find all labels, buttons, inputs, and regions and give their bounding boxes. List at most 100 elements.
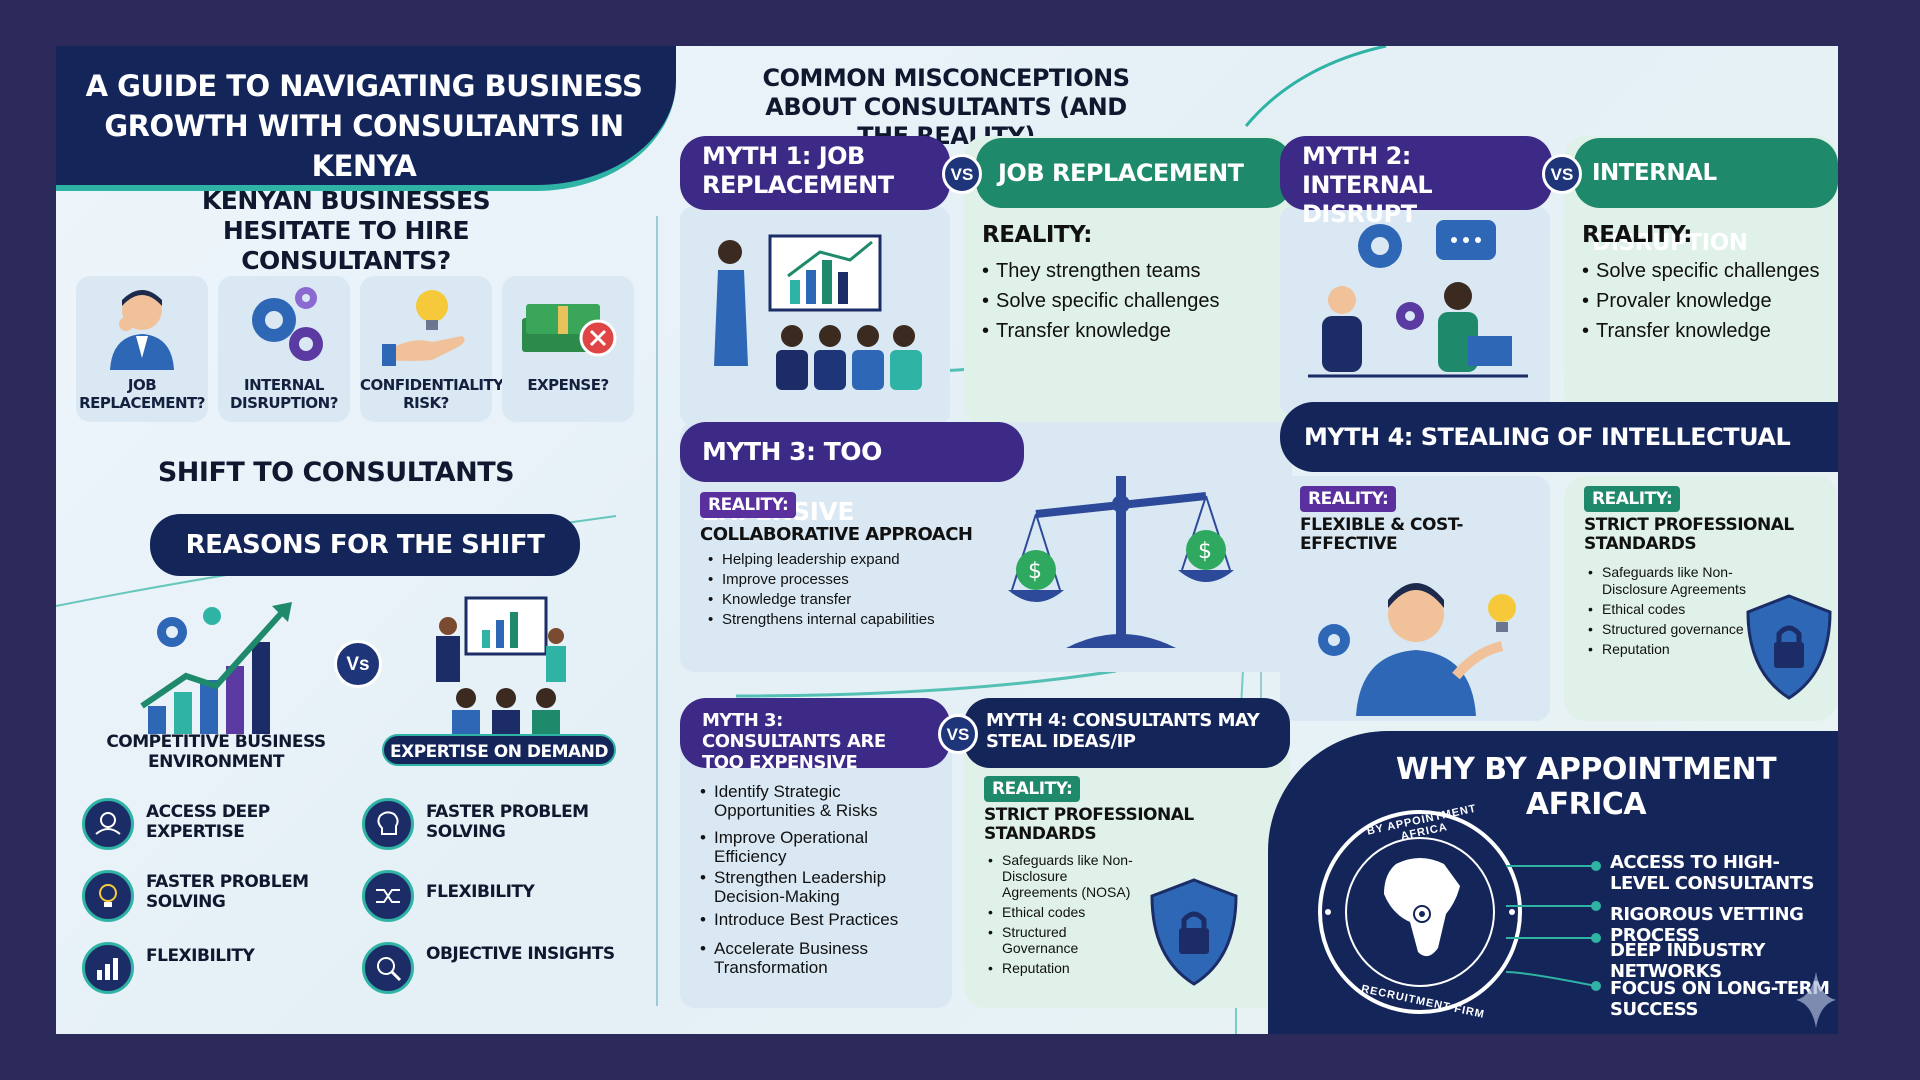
shield-lock-icon: [1746, 594, 1832, 700]
myth4-left-tag: REALITY:: [1300, 486, 1397, 512]
list-item: Transfer knowledge: [1582, 316, 1819, 346]
myth4-right-tag: REALITY:: [1584, 486, 1681, 512]
growth-chart-icon: [140, 602, 292, 734]
myth4-right-list: Safeguards like Non-Disclosure Agreement…: [1588, 564, 1798, 658]
appointment-africa-seal-logo: [1318, 810, 1522, 1014]
myth4-title: MYTH 4: STEALING OF INTELLECTUAL PROPERT…: [1280, 402, 1838, 521]
myth3b-title: MYTH 3: CONSULTANTS ARE TOO EXPENSIVE: [702, 710, 886, 773]
myth4b-list: Safeguards like Non-Disclosure Agreement…: [988, 852, 1138, 976]
myth3-subtitle: COLLABORATIVE APPROACH: [700, 524, 973, 545]
myth2-illustration-card: [1280, 206, 1550, 416]
chart-icon: [82, 942, 134, 994]
shift-heading: SHIFT TO CONSULTANTS: [157, 457, 515, 488]
lightbulb-hand-icon: [382, 290, 465, 366]
myth2-title: MYTH 2: INTERNAL DISRUPT: [1302, 142, 1433, 228]
hesitate-label-job: JOB REPLACEMENT?: [79, 376, 205, 412]
myth1-title-pill: MYTH 1: JOB REPLACEMENT: [680, 136, 950, 210]
myth2-reality-list: Solve specific challenges Provaler knowl…: [1582, 256, 1819, 346]
myth2-reality-label: REALITY:: [1582, 222, 1692, 248]
why-item-2: RIGOROUS VETTING PROCESS: [1610, 904, 1804, 946]
myth3-list: Helping leadership expand Improve proces…: [708, 550, 938, 630]
hesitate-label-expense: EXPENSE?: [527, 376, 609, 394]
lightbulb-icon: [82, 870, 134, 922]
myth4b-reality-tag: REALITY:: [984, 776, 1081, 802]
myth4b-title-pill: MYTH 4: CONSULTANTS MAY STEAL IDEAS/IP: [964, 698, 1290, 768]
why-item-3: DEEP INDUSTRY NETWORKS: [1610, 940, 1765, 982]
list-item: Reputation: [1588, 641, 1798, 658]
list-item: Strengthen Leadership Decision-Making: [700, 868, 940, 906]
myth34b-vs-badge: VS: [938, 714, 978, 754]
svg-text:$: $: [1028, 559, 1042, 584]
list-item: Accelerate Business Transformation: [700, 939, 940, 977]
myth2-vs-badge: VS: [1542, 154, 1582, 194]
list-item: Introduce Best Practices: [700, 910, 940, 929]
myth3b-title-pill: MYTH 3: CONSULTANTS ARE TOO EXPENSIVE: [680, 698, 950, 773]
connector-lines: [1505, 861, 1601, 991]
reason-faster-problem-solving-1: FASTER PROBLEM SOLVING: [426, 802, 589, 842]
hesitate-card-expense: EXPENSE?: [502, 276, 634, 422]
myth4-right-title: STRICT PROFESSIONAL STANDARDS: [1584, 515, 1794, 554]
reason-flexibility-2: FLEXIBILITY: [146, 946, 255, 966]
hesitate-card-confidentiality: CONFIDENTIALITY RISK?: [360, 276, 504, 422]
shuffle-icon: [362, 870, 414, 922]
list-item: Knowledge transfer: [708, 590, 938, 610]
list-item: Ethical codes: [988, 904, 1138, 920]
myth1-vs-badge: VS: [942, 154, 982, 194]
myth1-reality-title: JOB REPLACEMENT: [976, 138, 1292, 208]
expertise-on-demand-label: EXPERTISE ON DEMAND: [382, 734, 616, 766]
hesitate-label-confidentiality: CONFIDENTIALITY RISK?: [360, 376, 504, 412]
money-stack-icon: [522, 304, 617, 357]
list-item: Solve specific challenges: [1582, 256, 1819, 286]
myth1-reality-label: REALITY:: [982, 222, 1092, 248]
magnifier-icon: [362, 942, 414, 994]
balance-scale-icon: $ $: [1008, 476, 1234, 648]
worried-person-icon: [110, 290, 174, 370]
hesitate-heading: KENYAN BUSINESSES HESITATE TO HIRE CONSU…: [201, 186, 491, 275]
myth3-reality-tag: REALITY:: [700, 492, 797, 518]
list-item: They strengthen teams: [982, 256, 1219, 286]
reasons-banner: REASONS FOR THE SHIFT: [150, 514, 580, 576]
hesitate-card-job: JOB REPLACEMENT?: [76, 276, 208, 422]
list-item: Structured governance: [1588, 621, 1798, 638]
myth1-title: MYTH 1: JOB REPLACEMENT: [702, 142, 894, 199]
thinking-person-icon: [1318, 583, 1516, 716]
presenter-audience-icon: [714, 234, 922, 390]
reason-flexibility-1: FLEXIBILITY: [426, 882, 535, 902]
svg-text:$: $: [1198, 539, 1212, 564]
myth1-illustration-card: [680, 206, 950, 426]
myth2-title-pill: MYTH 2: INTERNAL DISRUPT: [1280, 136, 1552, 228]
why-item-4: FOCUS ON LONG-TERM SUCCESS: [1610, 978, 1830, 1020]
myth3-title: MYTH 3: TOO EXPENSIVE: [680, 422, 1024, 526]
myth4-left-text: FLEXIBLE & COST-EFFECTIVE: [1300, 515, 1463, 554]
list-item: Solve specific challenges: [982, 286, 1219, 316]
expertise-icon: [82, 798, 134, 850]
myth3b-list: Identify Strategic Opportunities & Risks…: [700, 782, 940, 977]
shield-lock-icon: [1150, 878, 1238, 986]
sparkle-icon: [1796, 972, 1836, 1028]
gears-icon: [252, 287, 323, 361]
list-item: Structured Governance: [988, 924, 1138, 956]
infographic-board: A GUIDE TO NAVIGATING BUSINESS GROWTH WI…: [56, 46, 1838, 1034]
left-shift-label: COMPETITIVE BUSINESS ENVIRONMENT: [106, 732, 326, 772]
list-item: Provaler knowledge: [1582, 286, 1819, 316]
myth4b-subtitle: STRICT PROFESSIONAL STANDARDS: [984, 805, 1194, 844]
hesitate-label-disruption: INTERNAL DISRUPTION?: [230, 376, 338, 412]
list-item: Safeguards like Non-Disclosure Agreement…: [1588, 564, 1798, 598]
reason-access-deep-expertise: ACCESS DEEP EXPERTISE: [146, 802, 270, 842]
myth1-reality-list: They strengthen teams Solve specific cha…: [982, 256, 1219, 346]
list-item: Safeguards like Non-Disclosure Agreement…: [988, 852, 1138, 900]
list-item: Reputation: [988, 960, 1138, 976]
hesitate-card-disruption: INTERNAL DISRUPTION?: [218, 276, 350, 422]
list-item: Improve Operational Efficiency: [700, 828, 940, 866]
list-item: Transfer knowledge: [982, 316, 1219, 346]
shift-vs-badge: Vs: [334, 640, 382, 688]
myth2-reality-title: INTERNAL DISRUPTION: [1574, 138, 1838, 256]
reason-objective-insights: OBJECTIVE INSIGHTS: [426, 944, 615, 964]
page-title: A GUIDE TO NAVIGATING BUSINESS GROWTH WI…: [85, 69, 643, 183]
team-discussion-icon: [1308, 220, 1528, 378]
title-banner: A GUIDE TO NAVIGATING BUSINESS GROWTH WI…: [56, 46, 676, 191]
list-item: Strengthens internal capabilities: [708, 610, 938, 630]
list-item: Helping leadership expand: [708, 550, 938, 570]
head-idea-icon: [362, 798, 414, 850]
why-item-1: ACCESS TO HIGH-LEVEL CONSULTANTS: [1610, 852, 1815, 894]
